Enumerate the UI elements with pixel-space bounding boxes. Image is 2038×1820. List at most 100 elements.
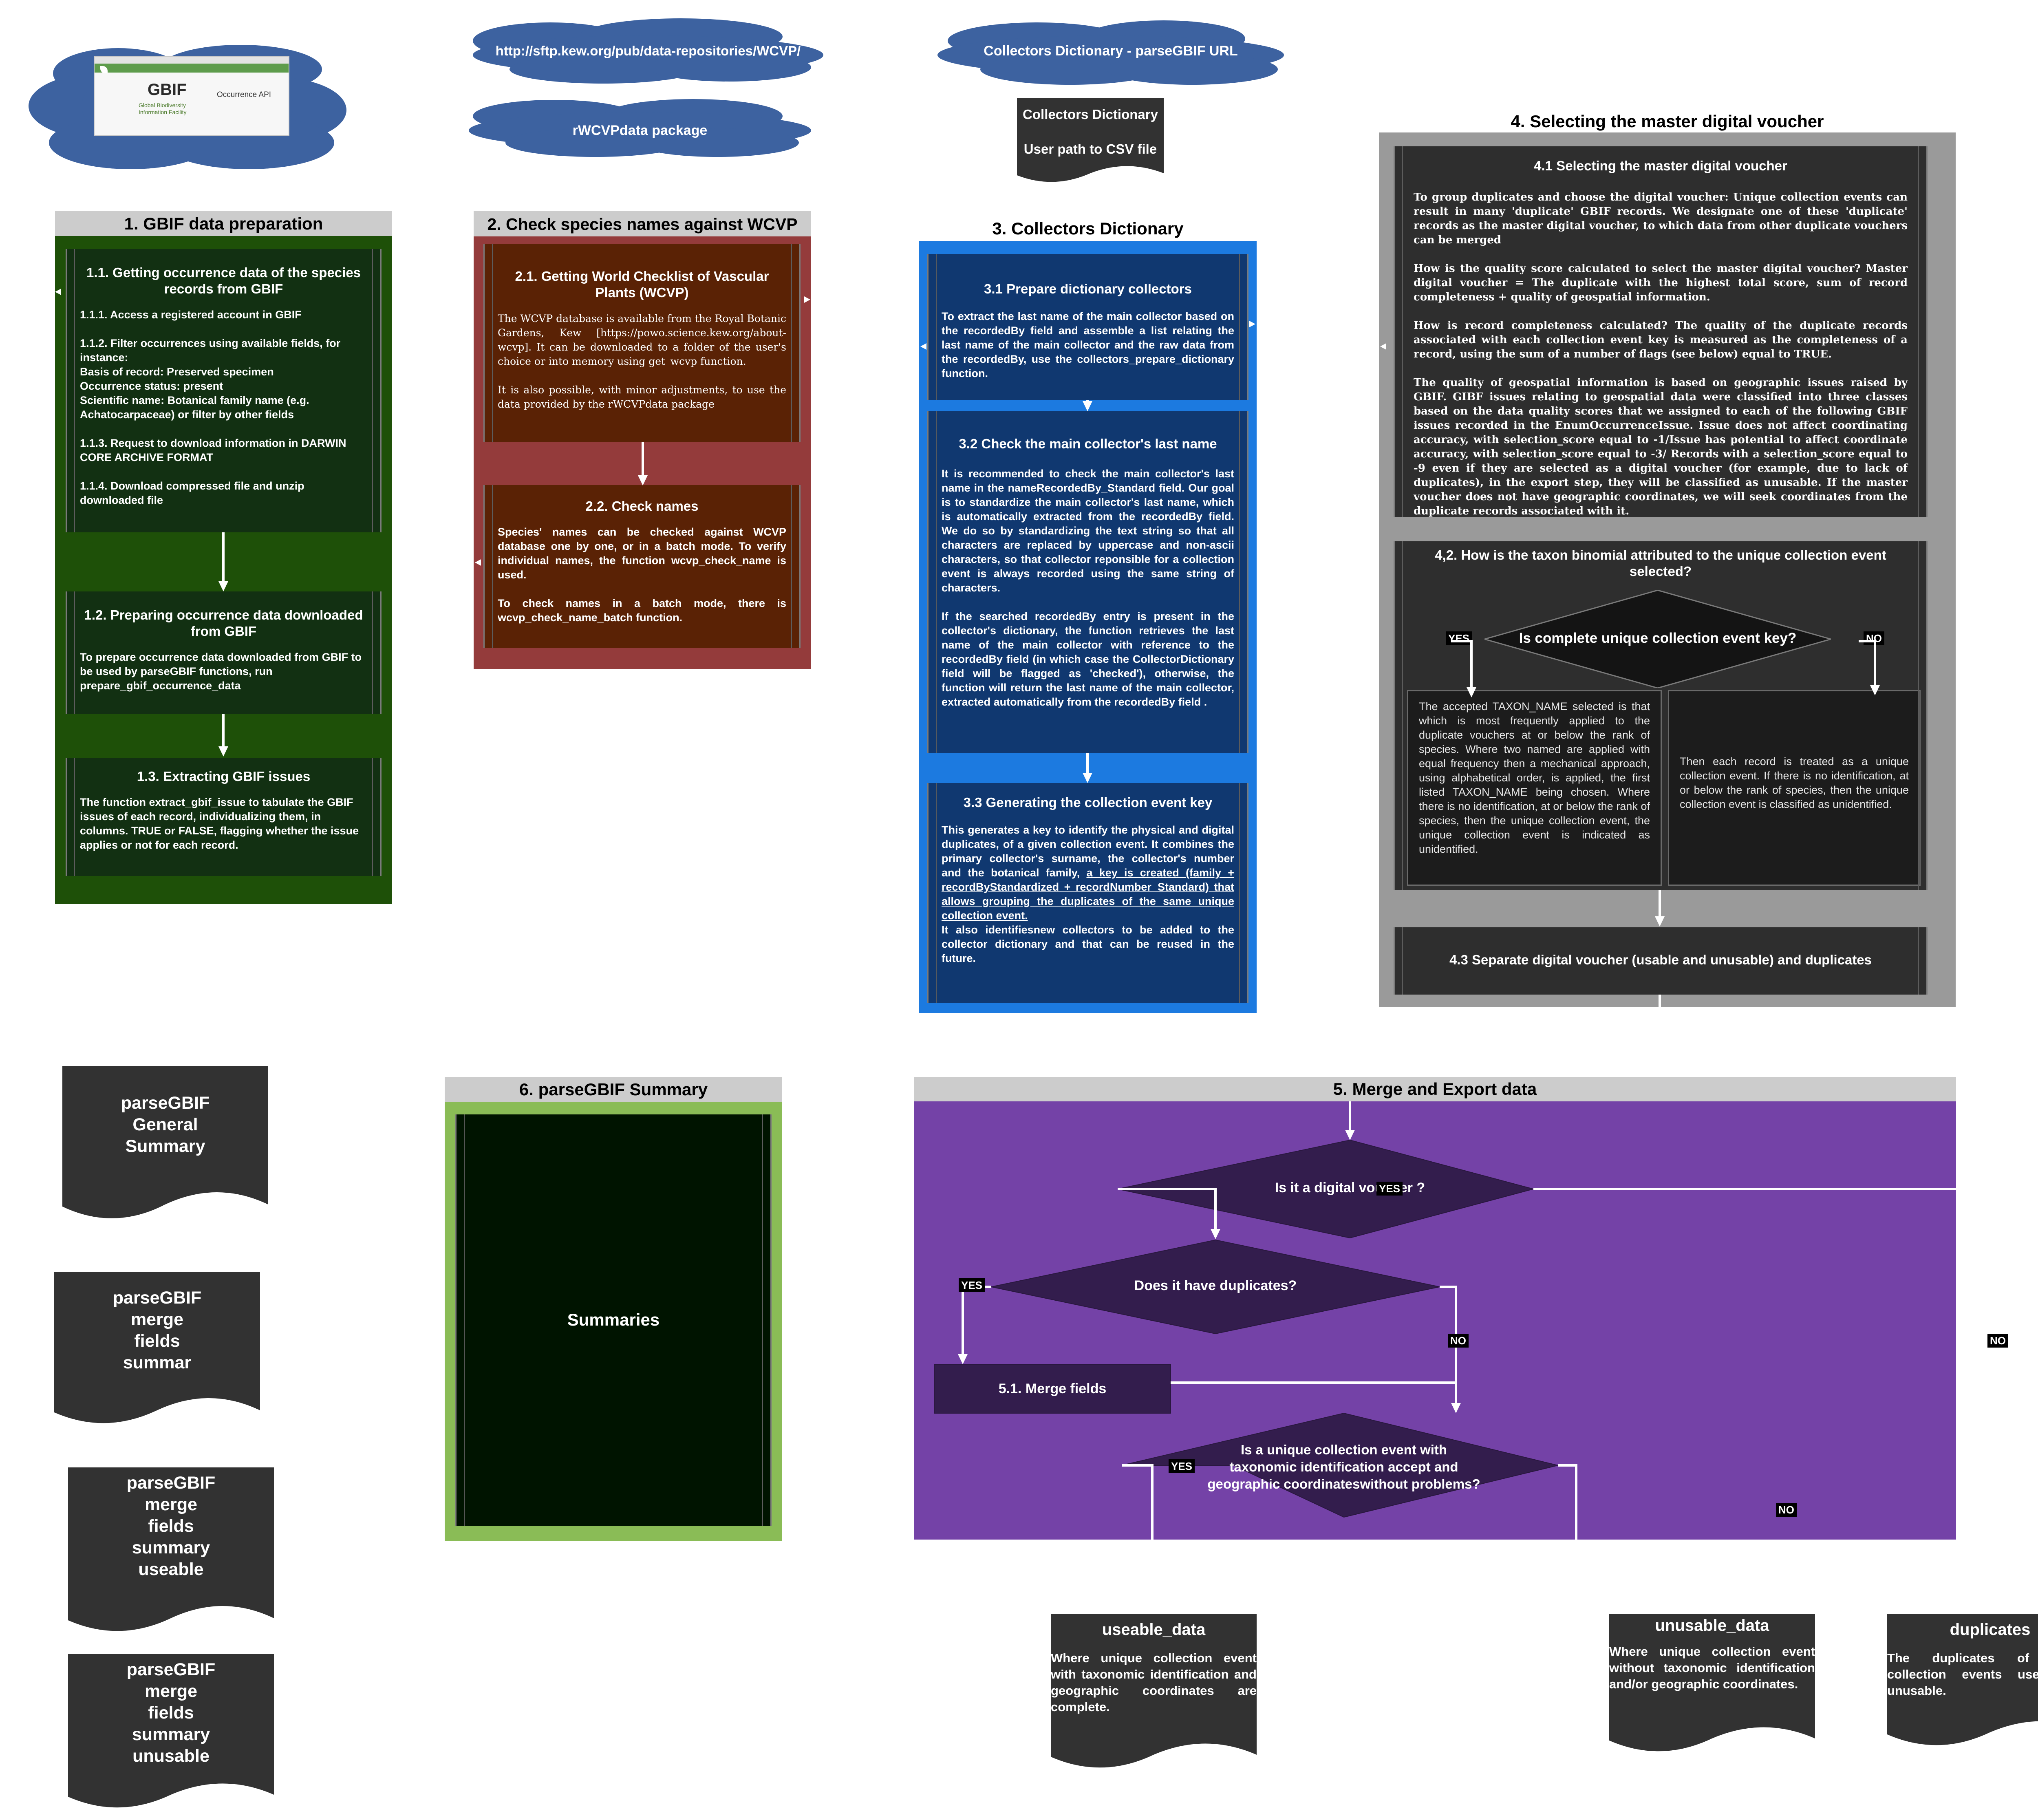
q-unique-event-line2: taxonomic identification accept and: [1229, 1459, 1458, 1474]
box-3-3-text-a: This generates a key to identify the phy…: [942, 824, 1234, 879]
box-4-2-yes-text: The accepted TAXON_NAME selected is that…: [1419, 700, 1650, 855]
box-4-2-yes-result: The accepted TAXON_NAME selected is that…: [1407, 690, 1662, 886]
collectors-dictionary-line2: User path to CSV file: [1023, 141, 1157, 157]
output-duplicates-content: duplicates The duplicates of unique coll…: [1887, 1619, 2038, 1699]
no-label-unique-event: NO: [1776, 1503, 1797, 1517]
merge-fields-box[interactable]: 5.1. Merge fields: [998, 1381, 1107, 1396]
box-3-1-title: 3.1 Prepare dictionary collectors: [984, 281, 1192, 296]
box-3-1-text: To extract the last name of the main col…: [942, 310, 1234, 379]
section4-title: 4. Selecting the master digital voucher: [1511, 112, 1824, 131]
box-4-2-no-result: Then each record is treated as a unique …: [1668, 690, 1921, 886]
section1-title: 1. GBIF data preparation: [55, 211, 392, 236]
output-duplicates-title: duplicates: [1950, 1621, 2031, 1639]
document-shape: [68, 1467, 274, 1631]
box-3-3-title: 3.3 Generating the collection event key: [963, 795, 1213, 810]
section5-container: Is it a digital voucher ? Does it have d…: [914, 1101, 1956, 1540]
gbif-logo: GBIF: [148, 81, 187, 99]
no-label-duplicates: NO: [1448, 1334, 1469, 1348]
box-2-1-text: The WCVP database is available from the …: [498, 313, 786, 410]
output-duplicates[interactable]: duplicates The duplicates of unique coll…: [1887, 1614, 2038, 1779]
box-4-1-text: To group duplicates and choose the digit…: [1414, 191, 1908, 517]
box-3-3: 3.3 Generating the collection event key …: [927, 783, 1248, 1003]
decision-complete-key-label: Is complete unique collection event key?: [1519, 630, 1797, 646]
section3-title: 3. Collectors Dictionary: [992, 219, 1184, 238]
summaries-label: Summaries: [567, 1310, 660, 1329]
gbif-api-cloud: GBIF Global Biodiversity Information Fac…: [29, 41, 346, 175]
q-unique-event-line3: geographic coordinateswithout problems?: [1207, 1476, 1480, 1491]
output-useable-data[interactable]: useable_data Where unique collection eve…: [1051, 1614, 1257, 1779]
box-1-2: 1.2. Preparing occurrence data downloade…: [66, 591, 382, 714]
document-shape: [54, 1272, 260, 1423]
box-1-2-title: 1.2. Preparing occurrence data downloade…: [84, 607, 363, 639]
document-shape: [1609, 1614, 1815, 1752]
box-2-2-title: 2.2. Check names: [585, 499, 699, 514]
yes-label-unique-event: YES: [1169, 1459, 1195, 1473]
box-3-2: 3.2 Check the main collector's last name…: [927, 411, 1248, 753]
cloud-shape: [469, 99, 811, 157]
box-2-1: 2.1. Getting World Checklist of Vascular…: [483, 244, 801, 442]
yes-label-digital-voucher: YES: [1376, 1182, 1403, 1196]
gbif-screenshot: GBIF Global Biodiversity Information Fac…: [94, 56, 289, 136]
rect-merge-fields: [934, 1364, 1171, 1414]
section1-container: 1.1. Getting occurrence data of the spec…: [55, 236, 392, 904]
box-3-3-text: This generates a key to identify the phy…: [929, 823, 1247, 966]
rwcvpdata-label: rWCVPdata package: [572, 123, 708, 138]
cloud-shape: [937, 20, 1284, 85]
box-4-3-title: 4.3 Separate digital voucher (usable and…: [1449, 952, 1872, 967]
occurrence-api-heading: Occurrence API: [217, 90, 271, 99]
box-1-1: 1.1. Getting occurrence data of the spec…: [66, 249, 382, 532]
rwcvpdata-cloud: rWCVPdata package: [465, 92, 815, 161]
document-shape: [62, 1066, 268, 1218]
section5-title: 5. Merge and Export data: [914, 1077, 1956, 1101]
decision-complete-key[interactable]: Is complete unique collection event key?: [1482, 589, 1833, 689]
box-3-2-title: 3.2 Check the main collector's last name: [959, 436, 1217, 451]
box-2-2-text: Species' names can be checked against WC…: [498, 526, 786, 624]
output-useable-title: useable_data: [1102, 1621, 1206, 1639]
summaries-box: Summaries: [455, 1114, 772, 1526]
box-1-3-text: The function extract_gbif_issue to tabul…: [80, 796, 359, 851]
q-is-digital-voucher[interactable]: Is it a digital voucher ?: [1275, 1180, 1425, 1196]
gbif-logo-subtitle: Global Biodiversity Information Facility: [139, 102, 187, 115]
collectors-url-label: Collectors Dictionary - parseGBIF URL: [984, 43, 1238, 59]
section3-container: 3.1 Prepare dictionary collectors To ext…: [919, 241, 1257, 1013]
yes-label-duplicates: YES: [959, 1278, 985, 1292]
q-unique-event-line1: Is a unique collection event with: [1240, 1442, 1447, 1457]
box-3-3-text-underlined: a key is created (family + recordByStand…: [942, 867, 1235, 922]
collectors-url-cloud[interactable]: Collectors Dictionary - parseGBIF URL: [935, 16, 1286, 90]
output-duplicates-desc: The duplicates of unique collection even…: [1887, 1651, 2038, 1698]
box-4-3: 4.3 Separate digital voucher (usable and…: [1394, 927, 1928, 995]
output-useable-desc: Where unique collection event with taxon…: [1051, 1651, 1257, 1714]
box-1-1-text: 1.1.1. Access a registered account in GB…: [80, 309, 346, 506]
no-label-digital-voucher: NO: [1987, 1334, 2008, 1348]
box-4-1: 4.1 Selecting the master digital voucher…: [1394, 146, 1928, 517]
box-3-2-text: It is recommended to check the main coll…: [942, 468, 1234, 708]
box-4-2: 4,2. How is the taxon binomial attribute…: [1394, 541, 1928, 890]
output-useable-content: useable_data Where unique collection eve…: [1051, 1619, 1257, 1715]
output-unusable-data[interactable]: unusable_data Where unique collection ev…: [1609, 1614, 1815, 1779]
section2-container: 2.1. Getting World Checklist of Vascular…: [474, 236, 811, 669]
gbif-leaf-icon: [100, 66, 108, 73]
q-has-duplicates[interactable]: Does it have duplicates?: [1134, 1278, 1297, 1293]
collectors-dictionary-csv-doc[interactable]: Collectors Dictionary User path to CSV f…: [1017, 98, 1164, 190]
section6-title: 6. parseGBIF Summary: [445, 1077, 782, 1102]
yes-label: YES: [1446, 631, 1472, 645]
diamond-unique-event: [1121, 1412, 1558, 1518]
wcvp-url-cloud[interactable]: http://sftp.kew.org/pub/data-repositorie…: [469, 12, 827, 86]
q-unique-event[interactable]: Is a unique collection event with taxono…: [1158, 1441, 1529, 1493]
box-1-3-title: 1.3. Extracting GBIF issues: [137, 769, 311, 784]
box-4-1-title: 4.1 Selecting the master digital voucher: [1534, 158, 1787, 173]
wcvp-url-label: http://sftp.kew.org/pub/data-repositorie…: [495, 43, 801, 58]
document-shape: [1051, 1614, 1257, 1768]
no-label: NO: [1864, 631, 1884, 645]
document-shape: [68, 1654, 274, 1808]
box-4-2-no-text: Then each record is treated as a unique …: [1680, 755, 1909, 810]
section5-flow: [934, 1101, 1956, 1540]
